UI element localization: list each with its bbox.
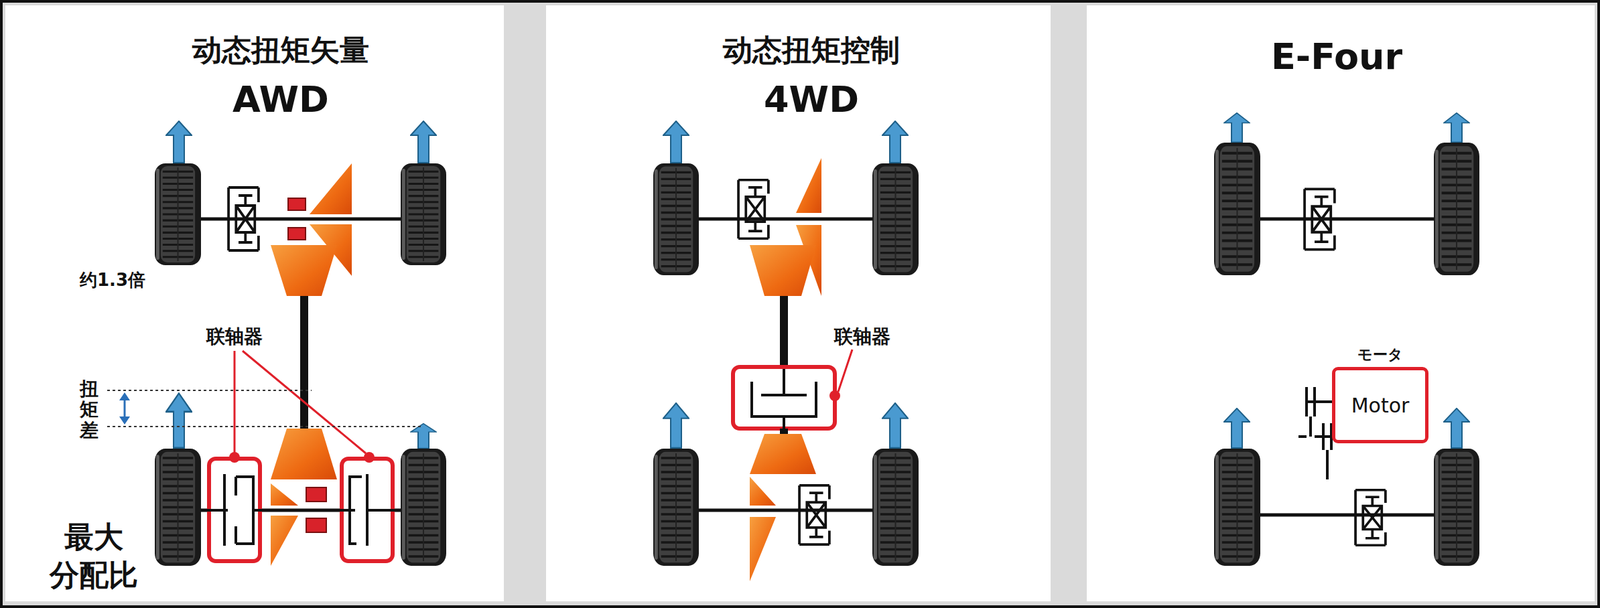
awd-drivetrain-part	[166, 121, 192, 163]
4wd-drivetrain-part	[829, 390, 841, 402]
panel-title: E-Four	[1135, 36, 1538, 78]
4wd-drivetrain-part	[732, 367, 835, 429]
awd-drivetrain-part	[400, 163, 447, 266]
4wd-drivetrain-part	[749, 245, 817, 297]
4wd-drivetrain-part	[882, 403, 908, 449]
label: 约1.3倍	[77, 270, 148, 291]
awd-drivetrain-part	[333, 474, 401, 547]
e-four-drivetrain-part	[1260, 219, 1434, 516]
label: 最大 分配比	[46, 517, 142, 595]
4wd-drivetrain-part	[882, 121, 908, 163]
motor-box: モータMotor	[1331, 367, 1429, 444]
label: 扭矩差	[77, 379, 101, 441]
4wd-drivetrain-part	[653, 163, 699, 276]
awd-drivetrain-part	[400, 448, 447, 567]
awd-drivetrain-part	[288, 227, 306, 240]
awd-drivetrain-part	[288, 198, 306, 211]
4wd-drivetrain	[653, 121, 919, 582]
4wd-drivetrain-part	[653, 448, 699, 567]
e-four-drivetrain	[1214, 113, 1480, 567]
panel-title: 动态扭矩控制	[610, 33, 1013, 68]
e-four-drivetrain-part	[1304, 188, 1335, 250]
label: 联轴器	[832, 325, 893, 349]
4wd-drivetrain-part	[751, 369, 817, 429]
4wd-drivetrain-part	[749, 434, 817, 475]
e-four-drivetrain-part	[1214, 142, 1261, 276]
awd-drivetrain-part	[306, 487, 327, 502]
4wd-drivetrain-part	[779, 428, 788, 435]
4wd-drivetrain-part	[749, 517, 776, 582]
awd-drivetrain-part	[270, 428, 338, 480]
4wd-drivetrain-part	[779, 296, 788, 368]
4wd-drivetrain-part	[838, 349, 853, 392]
panel: 动态扭矩矢量 AWD	[5, 5, 504, 602]
awd-drivetrain-part	[229, 452, 240, 463]
background-part	[546, 5, 1051, 602]
awd-drivetrain-part	[166, 393, 192, 448]
awd-drivetrain-part	[270, 245, 338, 297]
awd-drivetrain-part	[363, 452, 375, 463]
background-part	[5, 5, 504, 602]
awd-drivetrain-part	[306, 518, 327, 533]
awd-drivetrain-part	[410, 424, 437, 449]
4wd-drivetrain-part	[749, 477, 776, 506]
e-four-drivetrain-part	[1214, 448, 1261, 567]
awd-drivetrain-part	[234, 351, 366, 454]
awd-drivetrain-part	[107, 390, 424, 427]
4wd-drivetrain-part	[799, 485, 830, 545]
label: 联轴器	[204, 325, 265, 349]
awd-drivetrain-part	[201, 474, 269, 547]
awd-drivetrain-part	[228, 187, 259, 251]
e-four-drivetrain-part	[1433, 448, 1480, 567]
awd-drivetrain-part	[119, 416, 130, 425]
background-part	[1086, 5, 1595, 602]
panel: E-FourモータMotor	[1086, 5, 1595, 602]
awd-drivetrain-part	[410, 121, 437, 163]
panel-title: AWD	[79, 79, 482, 121]
awd-drivetrain-part	[300, 296, 309, 429]
awd-drivetrain	[107, 121, 447, 567]
motor-heading: モータ	[1321, 346, 1439, 364]
4wd-drivetrain-part	[872, 448, 919, 567]
panel-title: 4WD	[610, 79, 1013, 121]
panel-title: 动态扭矩矢量	[79, 33, 482, 68]
awd-drivetrain-part	[309, 163, 352, 215]
e-four-drivetrain-part	[1443, 408, 1470, 449]
4wd-drivetrain-part	[663, 121, 689, 163]
awd-drivetrain-part	[270, 483, 299, 506]
e-four-drivetrain-part	[1298, 387, 1332, 480]
panel: 动态扭矩控制 4WD	[546, 5, 1051, 602]
4wd-drivetrain-part	[738, 180, 769, 239]
awd-drivetrain-part	[270, 515, 299, 567]
e-four-drivetrain-part	[1443, 113, 1470, 143]
e-four-drivetrain-part	[1224, 408, 1250, 449]
awd-drivetrain-part	[154, 163, 202, 266]
e-four-drivetrain-part	[1355, 490, 1386, 546]
4wd-drivetrain-part	[698, 219, 873, 511]
awd-drivetrain-part	[119, 392, 130, 401]
4wd-drivetrain-part	[663, 403, 689, 449]
awd-drivetrain-part	[154, 448, 202, 567]
motor-label: Motor	[1351, 393, 1410, 418]
e-four-drivetrain-part	[1224, 113, 1250, 143]
e-four-drivetrain-part	[1433, 142, 1480, 276]
4wd-drivetrain-part	[795, 158, 822, 214]
4wd-drivetrain-part	[872, 163, 919, 276]
